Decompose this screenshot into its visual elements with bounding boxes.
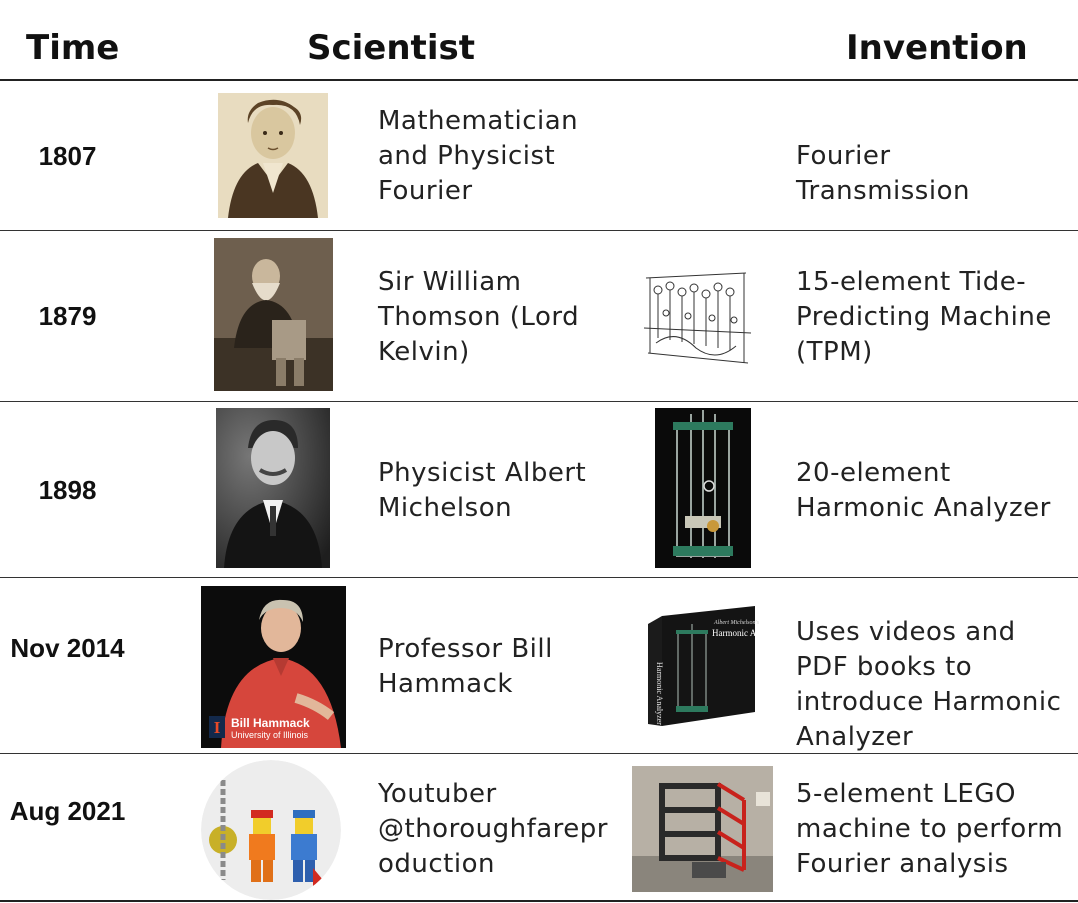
illinois-logo: I — [214, 718, 221, 737]
time-cell: 1879 — [38, 301, 97, 331]
header-scientist: Scientist — [307, 28, 475, 68]
book-cover-icon: Harmonic Analyzer Albert Michelson's Har… — [640, 602, 760, 730]
row-divider — [0, 230, 1078, 231]
tide-predicting-machine-drawing-icon — [636, 268, 758, 368]
engraved-portrait-icon — [218, 93, 328, 218]
lego-machine-photo-icon — [632, 766, 773, 892]
header-time: Time — [26, 28, 120, 68]
scientist-name: Sir William Thomson (Lord Kelvin) — [378, 267, 580, 367]
invention-name: 5-element LEGO machine to perform Fourie… — [796, 779, 1064, 879]
lego-figures-icon — [201, 760, 341, 900]
caption-name: Bill Hammack — [231, 716, 310, 730]
book-title: Harmonic Analyzer — [712, 628, 760, 638]
sepia-photo-portrait-icon — [214, 238, 333, 391]
row-divider — [0, 577, 1078, 578]
header-invention: Invention — [846, 28, 1028, 68]
scientist-name: Mathematician and Physicist Fourier — [378, 106, 579, 206]
invention-name: 15-element Tide-Predicting Machine (TPM) — [796, 267, 1052, 367]
row-divider — [0, 401, 1078, 402]
invention-name: Fourier Transmission — [796, 141, 970, 206]
scientist-name: Professor Bill Hammack — [378, 634, 553, 699]
time-cell: Nov 2014 — [10, 633, 125, 663]
bw-photo-portrait-icon — [216, 408, 330, 568]
invention-name: Uses videos and PDF books to introduce H… — [796, 617, 1062, 752]
caption-affiliation: University of Illinois — [231, 730, 309, 740]
book-spine-title: Harmonic Analyzer — [655, 662, 664, 725]
invention-name: 20-element Harmonic Analyzer — [796, 458, 1051, 523]
scientist-name: Physicist Albert Michelson — [378, 458, 587, 523]
harmonic-analyzer-photo-icon — [655, 408, 751, 568]
time-cell: 1898 — [38, 475, 97, 505]
header-rule — [0, 79, 1078, 81]
video-still-portrait-icon: I Bill Hammack University of Illinois — [201, 586, 346, 748]
book-author: Albert Michelson's — [713, 620, 760, 626]
row-divider — [0, 753, 1078, 754]
time-cell: 1807 — [38, 141, 97, 171]
bottom-rule — [0, 900, 1078, 902]
time-cell: Aug 2021 — [9, 796, 126, 826]
scientist-name: Youtuber @thoroughfarepr oduction — [378, 779, 608, 879]
